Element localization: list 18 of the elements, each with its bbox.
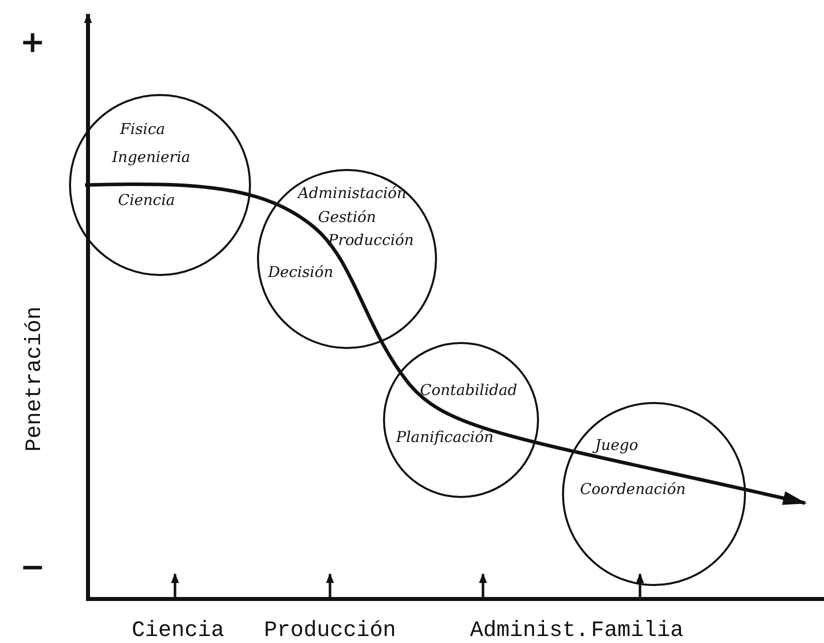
category-label: Ciencia <box>132 620 224 642</box>
category-label: Familia <box>591 620 684 642</box>
topic-label: Gestión <box>318 210 376 225</box>
category-label: Administ. <box>470 620 589 642</box>
topic-label: Coordenación <box>580 482 686 497</box>
topic-label: Ciencia <box>118 193 175 208</box>
axis-title: Penetración <box>24 305 46 454</box>
topic-label: Planificación <box>396 430 494 445</box>
topic-label: Juego <box>595 438 638 453</box>
topic-label: Contabilidad <box>420 383 518 398</box>
plus-sign: + <box>20 28 46 58</box>
topic-label: Decisión <box>268 265 334 280</box>
category-label: Producción <box>264 620 396 642</box>
minus-sign: − <box>20 553 46 583</box>
topic-label: Ingenieria <box>112 150 190 165</box>
topic-label: Fisica <box>120 122 166 137</box>
topic-label: Producción <box>328 233 414 248</box>
topic-label: Administación <box>298 186 406 201</box>
